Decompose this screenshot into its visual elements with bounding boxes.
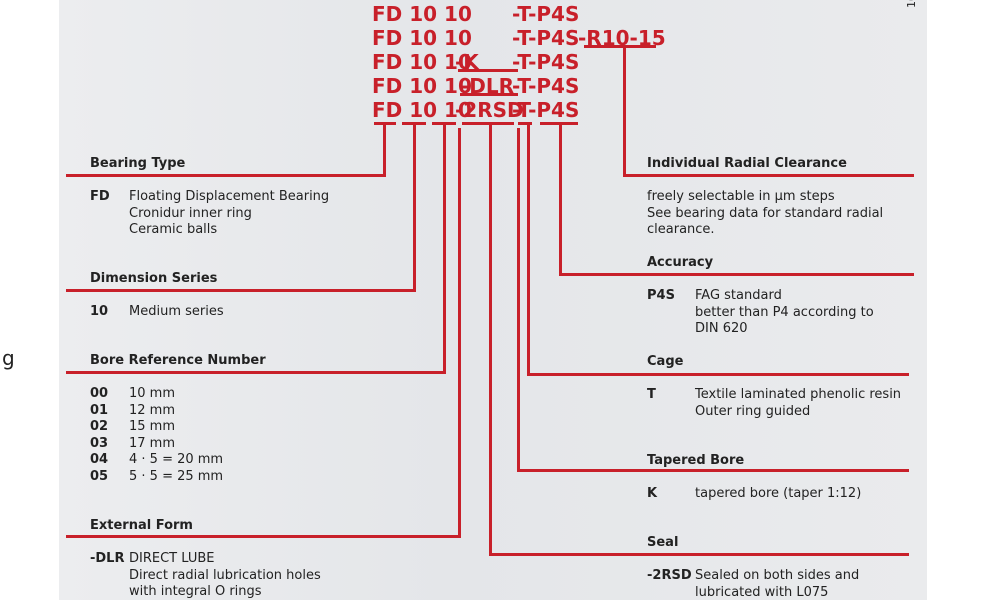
underline-p4s: [540, 122, 578, 125]
section-title-seal: Seal: [647, 535, 679, 550]
connector-clearance: [623, 47, 626, 177]
code-line-3-base: FD 10 10: [372, 50, 472, 74]
keys-bore-reference: 00 01 02 03 04 05: [90, 386, 109, 484]
underline-2rsd: [462, 122, 514, 125]
code-line-4-base: FD 10 10: [372, 74, 472, 98]
rule-bearing-type: [66, 174, 386, 177]
key-p4s: P4S: [647, 288, 675, 303]
underline-bore: [432, 122, 456, 125]
code-line-5-opt: -2RSD: [455, 98, 524, 122]
text-dimension-series: Medium series: [129, 304, 224, 319]
section-title-bearing-type: Bearing Type: [90, 156, 186, 171]
key-t: T: [647, 387, 656, 402]
key-2rsd: -2RSD: [647, 568, 692, 583]
section-title-dimension-series: Dimension Series: [90, 271, 218, 286]
connector-external-form: [458, 128, 461, 538]
text-radial-clearance: freely selectable in µm steps See bearin…: [647, 189, 884, 237]
underline-t: [518, 122, 532, 125]
document-number: 107 696: [905, 0, 918, 8]
connector-bore: [443, 124, 446, 374]
section-title-bore-reference: Bore Reference Number: [90, 353, 266, 368]
connector-seal: [489, 124, 492, 556]
underline-r10-15: [584, 45, 656, 48]
text-seal: Sealed on both sides and lubricated with…: [695, 568, 860, 600]
connector-accuracy: [559, 124, 562, 276]
key-10: 10: [90, 304, 109, 319]
rule-clearance: [623, 174, 914, 177]
section-title-accuracy: Accuracy: [647, 255, 714, 270]
text-cage: Textile laminated phenolic resin Outer r…: [695, 387, 902, 419]
key-dlr: -DLR: [90, 551, 125, 566]
connector-tapered-bore: [517, 128, 520, 472]
code-line-2-tail: -T-P4S: [512, 26, 580, 50]
connector-dimension: [413, 124, 416, 292]
connector-cage: [527, 124, 530, 376]
page-edge-text: g: [2, 346, 15, 370]
rule-external-form: [66, 535, 461, 538]
text-accuracy: FAG standard better than P4 according to…: [695, 288, 874, 336]
text-tapered-bore: tapered bore (taper 1:12): [695, 486, 862, 501]
underline-k: [458, 69, 518, 72]
underline-fd: [374, 122, 396, 125]
underline-dim: [402, 122, 426, 125]
designation-panel: [59, 0, 927, 600]
code-line-3-tail: -T-P4S: [512, 50, 580, 74]
rule-accuracy: [559, 273, 914, 276]
rule-dimension: [66, 289, 416, 292]
rule-bore: [66, 371, 446, 374]
key-fd: FD: [90, 189, 110, 204]
section-title-cage: Cage: [647, 354, 684, 369]
section-title-radial-clearance: Individual Radial Clearance: [647, 156, 847, 171]
connector-bearing-type: [383, 124, 386, 177]
code-line-1-tail: -T-P4S: [512, 2, 580, 26]
code-line-5-tail: -T-P4S: [512, 98, 580, 122]
rule-cage: [527, 373, 909, 376]
text-external-form: DIRECT LUBE Direct radial lubrication ho…: [129, 551, 321, 599]
code-line-4-tail: -T-P4S: [512, 74, 580, 98]
code-line-3-opt: -K: [455, 50, 479, 74]
code-line-1-base: FD 10 10: [372, 2, 472, 26]
values-bore-reference: 10 mm 12 mm 15 mm 17 mm 4 · 5 = 20 mm 5 …: [129, 386, 224, 484]
text-bearing-type: Floating Displacement Bearing Cronidur i…: [129, 189, 330, 237]
rule-tapered-bore: [517, 469, 909, 472]
section-title-tapered-bore: Tapered Bore: [647, 453, 745, 468]
code-line-2-base: FD 10 10: [372, 26, 472, 50]
rule-seal: [489, 553, 909, 556]
section-title-external-form: External Form: [90, 518, 193, 533]
key-k: K: [647, 486, 658, 501]
code-line-5-base: FD 10 10: [372, 98, 472, 122]
underline-dlr: [460, 93, 518, 96]
